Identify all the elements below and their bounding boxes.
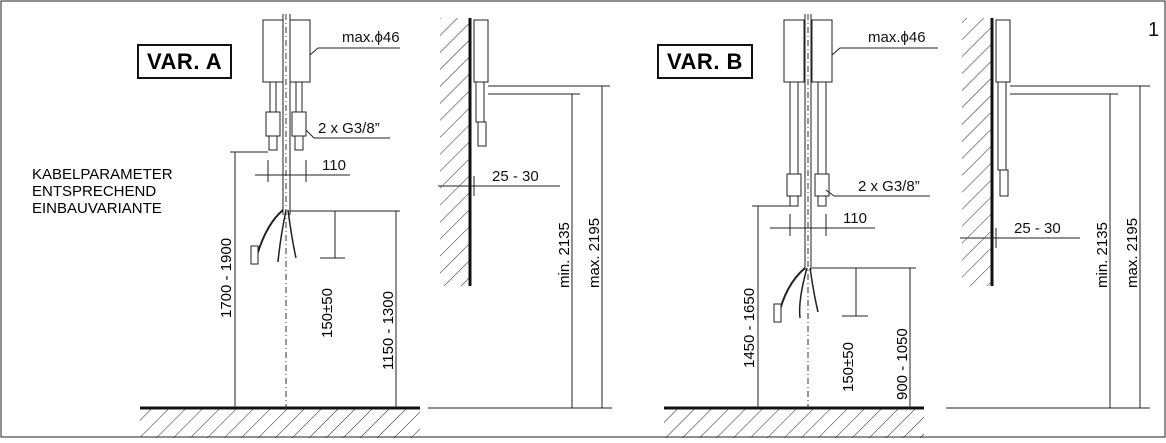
var-a-height-connection: 1700 - 1900 [218,237,235,318]
var-a-max-diameter: max.ϕ46 [342,29,400,46]
cable-note-line-3: EINBAUVARIANTE [32,200,162,217]
var-a-drawing [140,14,420,438]
var-b-spacing: 110 [843,210,867,227]
var-a-max-height: max. 2195 [586,217,603,288]
var-b-connection: 2 x G3/8” [858,178,920,195]
var-b-max-height: max. 2195 [1124,217,1141,288]
var-b-height-cable: 900 - 1050 [894,328,911,400]
var-b-title: VAR. B [657,44,753,79]
cable-note: KABELPARAMETER ENTSPRECHEND EINBAUVARIAN… [32,166,173,217]
var-a-cable-length: 150±50 [319,288,336,338]
var-b-wall-distance: 25 - 30 [1014,220,1061,237]
var-a-title: VAR. A [137,44,233,79]
var-a-min-height: min. 2135 [556,222,573,288]
var-a-wall-view [428,18,612,409]
cable-note-line-1: KABELPARAMETER [32,166,173,183]
page-number: 1 [1148,19,1160,41]
var-a-connection: 2 x G3/8” [318,120,380,137]
var-a-spacing: 110 [322,157,346,174]
var-b-cable-length: 150±50 [840,342,857,392]
var-a-wall-distance: 25 - 30 [492,168,539,185]
var-b-wall-view [946,18,1150,409]
var-b-drawing [664,14,938,438]
var-a-height-cable: 1150 - 1300 [380,291,397,370]
var-b-max-diameter: max.ϕ46 [868,29,926,46]
cable-note-line-2: ENTSPRECHEND [32,183,157,200]
var-b-min-height: min. 2135 [1094,222,1111,288]
floor-hatch-a [140,408,420,438]
var-b-height-connection: 1450 - 1650 [741,287,758,368]
